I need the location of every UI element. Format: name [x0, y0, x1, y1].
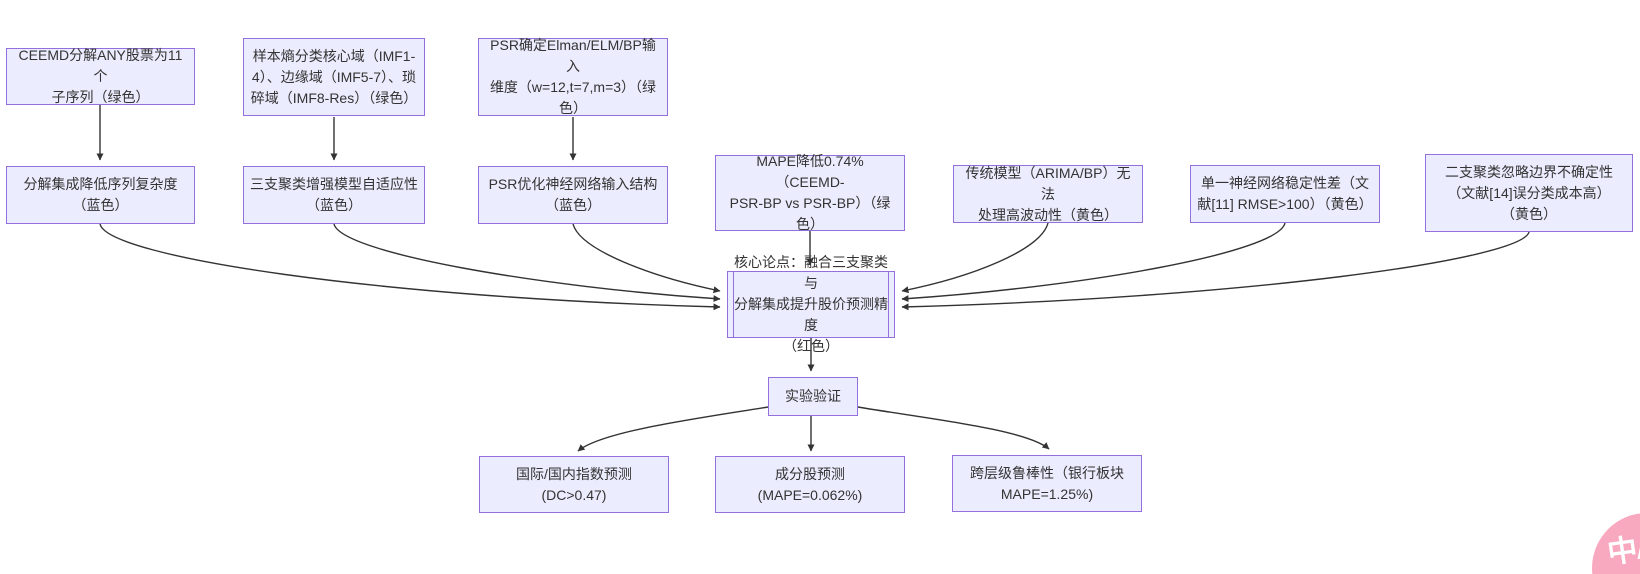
edge-psropt-to-core	[572, 223, 721, 294]
edge-complexity-to-core	[99, 223, 721, 311]
edge-traditional-to-core	[901, 222, 1049, 294]
core-right-inner-border	[888, 272, 889, 337]
edge-threeway-to-core	[333, 223, 721, 303]
node-core-thesis: 核心论点：融合三支聚类与 分解集成提升股价预测精度 （红色）	[727, 254, 895, 354]
node-label: 成分股预测 (MAPE=0.062%)	[757, 465, 863, 503]
translate-badge-label: 中A	[1605, 530, 1640, 571]
node-decomp-complexity: 分解集成降低序列复杂度 （蓝色）	[6, 166, 195, 224]
node-label: PSR确定Elman/ELM/BP输入 维度（w=12,t=7,m=3）（绿 色…	[489, 37, 657, 116]
node-label: 传统模型（ARIMA/BP）无法 处理高波动性（黄色）	[965, 164, 1131, 223]
node-label: 三支聚类增强模型自适应性 （蓝色）	[250, 176, 418, 213]
node-label: 国际/国内指数预测 (DC>0.47)	[516, 465, 632, 503]
edge-twoway-to-core	[901, 231, 1530, 311]
node-label: PSR优化神经网络输入结构 （蓝色）	[488, 176, 658, 213]
node-stock-forecast: 成分股预测 (MAPE=0.062%)	[715, 456, 905, 513]
node-label: MAPE降低0.74%（CEEMD- PSR-BP vs PSR-BP）（绿 色…	[729, 153, 891, 232]
node-label: 核心论点：融合三支聚类与 分解集成提升股价预测精度 （红色）	[734, 254, 888, 354]
node-label: 样本熵分类核心域（IMF1- 4）、边缘域（IMF5-7）、琐 碎域（IMF8-…	[250, 47, 418, 106]
node-traditional-model: 传统模型（ARIMA/BP）无法 处理高波动性（黄色）	[953, 165, 1143, 223]
edge-experiment-to-robustness	[857, 406, 1050, 450]
node-robustness: 跨层级鲁棒性（银行板块 MAPE=1.25%)	[952, 455, 1142, 512]
node-ceemd-decompose: CEEMD分解ANY股票为11个 子序列（绿色）	[6, 47, 195, 105]
node-mape-reduce: MAPE降低0.74%（CEEMD- PSR-BP vs PSR-BP）（绿 色…	[715, 153, 905, 232]
node-label: 跨层级鲁棒性（银行板块 MAPE=1.25%)	[970, 464, 1124, 502]
edge-singlenn-to-core	[901, 222, 1286, 303]
node-experiment: 实验验证	[768, 377, 858, 416]
node-label: 二支聚类忽略边界不确定性 （文献[14]误分类成本高） （黄色）	[1445, 163, 1613, 222]
translate-plugin-button[interactable]: 中A	[1592, 513, 1640, 574]
node-two-way-cluster: 二支聚类忽略边界不确定性 （文献[14]误分类成本高） （黄色）	[1425, 154, 1633, 232]
node-label: 单一神经网络稳定性差（文 献[11] RMSE>100）（黄色）	[1197, 175, 1373, 212]
node-label: 实验验证	[785, 388, 841, 404]
node-psr-input-dim: PSR确定Elman/ELM/BP输入 维度（w=12,t=7,m=3）（绿 色…	[478, 37, 668, 116]
node-sample-entropy: 样本熵分类核心域（IMF1- 4）、边缘域（IMF5-7）、琐 碎域（IMF8-…	[243, 38, 425, 116]
node-index-forecast: 国际/国内指数预测 (DC>0.47)	[479, 456, 669, 513]
edge-experiment-to-index	[577, 406, 769, 452]
node-psr-optimize: PSR优化神经网络输入结构 （蓝色）	[478, 166, 668, 224]
node-label: 分解集成降低序列复杂度 （蓝色）	[23, 176, 178, 213]
node-label: CEEMD分解ANY股票为11个 子序列（绿色）	[18, 47, 183, 105]
node-three-way-cluster: 三支聚类增强模型自适应性 （蓝色）	[243, 166, 425, 224]
node-single-nn: 单一神经网络稳定性差（文 献[11] RMSE>100）（黄色）	[1190, 165, 1380, 223]
core-left-inner-border	[733, 272, 734, 337]
